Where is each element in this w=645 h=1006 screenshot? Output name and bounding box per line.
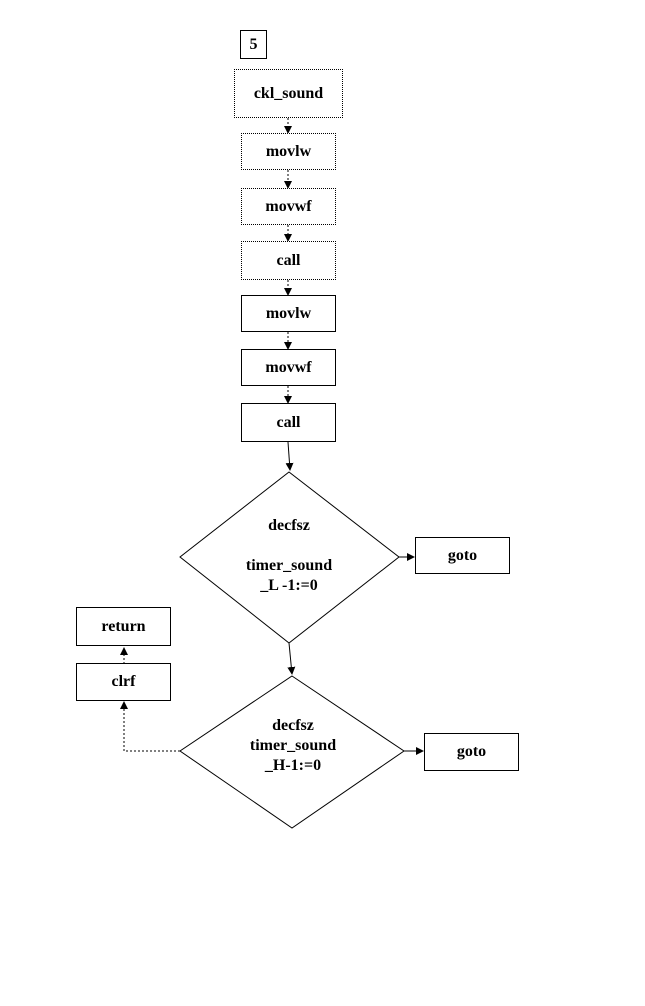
step3-box: call bbox=[241, 241, 336, 280]
decision1-line2: timer_sound bbox=[245, 557, 333, 574]
step1-label: movlw bbox=[265, 142, 312, 160]
return-box: return bbox=[76, 607, 171, 646]
step5-label: movwf bbox=[265, 358, 312, 376]
goto2-box: goto bbox=[424, 733, 519, 771]
page-number: 5 bbox=[249, 35, 258, 53]
step5-box: movwf bbox=[241, 349, 336, 386]
step2-box: movwf bbox=[241, 188, 336, 225]
step1-box: movlw bbox=[241, 133, 336, 170]
decision2-line3: _H-1:=0 bbox=[264, 757, 322, 774]
arrow-step6-to-decision1 bbox=[285, 441, 294, 471]
goto2-label: goto bbox=[456, 743, 487, 760]
decision2-line1: decfsz bbox=[272, 717, 314, 734]
decision1-label: decfsz timer_sound _L -1:=0 bbox=[229, 516, 349, 596]
goto1-label: goto bbox=[447, 546, 478, 564]
decision2-label: decfsz timer_sound _H-1:=0 bbox=[233, 716, 353, 776]
decision1-line3: _L -1:=0 bbox=[260, 577, 318, 594]
step4-label: movlw bbox=[265, 304, 312, 322]
step4-box: movlw bbox=[241, 295, 336, 332]
return-label: return bbox=[101, 617, 146, 635]
arrow-decision1-to-decision2 bbox=[287, 642, 296, 675]
step2-label: movwf bbox=[265, 197, 312, 215]
clrf-label: clrf bbox=[111, 673, 136, 690]
decision2-line2: timer_sound bbox=[249, 737, 337, 754]
clrf-box: clrf bbox=[76, 663, 171, 701]
goto1-box: goto bbox=[415, 537, 510, 574]
start-box: ckl_sound bbox=[234, 69, 343, 118]
arrow-decision2-to-clrf bbox=[120, 701, 180, 752]
step3-label: call bbox=[276, 251, 301, 269]
decision1-line1: decfsz bbox=[268, 517, 310, 534]
start-label: ckl_sound bbox=[253, 84, 324, 102]
step6-box: call bbox=[241, 403, 336, 442]
page-number-box: 5 bbox=[240, 30, 267, 59]
decision2-diamond bbox=[179, 675, 405, 829]
step6-label: call bbox=[276, 413, 301, 431]
